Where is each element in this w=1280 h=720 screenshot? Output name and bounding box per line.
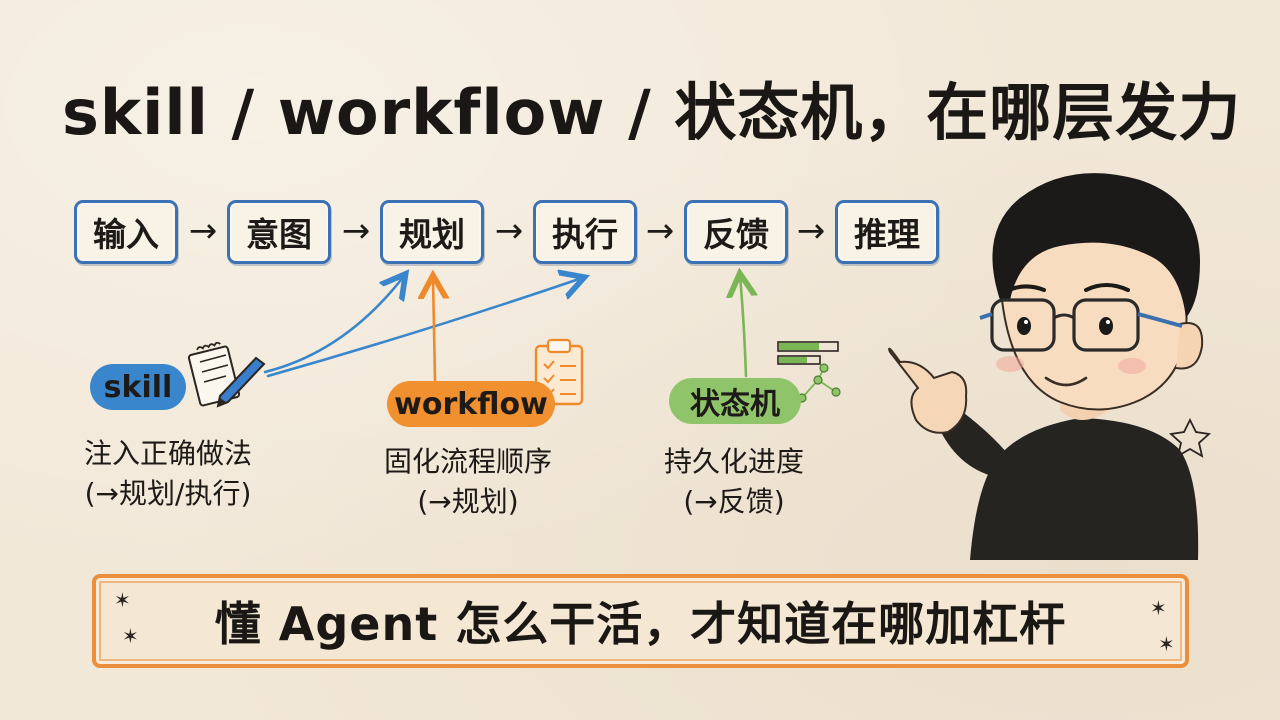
skill-description-line1: 注入正确做法 <box>84 437 253 470</box>
skill-to-planning-arrow <box>263 276 404 374</box>
pointing-character-illustration <box>888 173 1204 560</box>
flow-arrow: → <box>645 211 675 251</box>
sparkle-icon: ✶ <box>114 588 131 612</box>
workflow-to-planning-arrow <box>433 278 435 382</box>
flow-arrow: → <box>796 211 826 251</box>
banner-text: 懂 Agent 怎么干活，才知道在哪加杠杆 <box>214 597 1067 651</box>
state-machine-description-line1: 持久化进度 <box>664 445 805 478</box>
star-doodle-icon <box>1168 417 1212 458</box>
flow-step-input: 输入 <box>74 200 178 264</box>
sparkle-icon: ✶ <box>1150 596 1167 620</box>
flow-step-reasoning: 推理 <box>835 200 939 264</box>
notepad-pen-icon <box>187 341 266 408</box>
skill-pill: skill <box>90 364 186 410</box>
workflow-description: 固化流程顺序 (→规划) <box>384 442 552 522</box>
skill-description-line2: (→规划/执行) <box>84 477 252 510</box>
state-machine-description-line2: (→反馈) <box>683 485 785 518</box>
flow-arrow: → <box>341 211 371 251</box>
page-title: skill / workflow / 状态机，在哪层发力 <box>62 76 1242 149</box>
state-progress-network-icon <box>777 341 841 403</box>
sparkle-icon: ✶ <box>122 624 139 648</box>
flow-step-intent: 意图 <box>227 200 331 264</box>
workflow-description-line2: (→规划) <box>417 485 519 518</box>
workflow-pill: workflow <box>387 381 555 427</box>
takeaway-banner: 懂 Agent 怎么干活，才知道在哪加杠杆 <box>92 574 1189 668</box>
flow-arrow: → <box>494 211 524 251</box>
skill-description: 注入正确做法 (→规划/执行) <box>84 434 252 514</box>
state-to-feedback-arrow <box>740 276 746 378</box>
workflow-description-line1: 固化流程顺序 <box>384 445 553 478</box>
skill-to-execution-arrow <box>266 278 582 378</box>
sparkle-icon: ✶ <box>1158 632 1175 656</box>
flow-step-execution: 执行 <box>533 200 637 264</box>
state-machine-pill: 状态机 <box>669 378 801 424</box>
flow-step-planning: 规划 <box>380 200 484 264</box>
flow-arrow: → <box>188 211 218 251</box>
state-machine-description: 持久化进度 (→反馈) <box>664 442 804 522</box>
flow-step-feedback: 反馈 <box>684 200 788 264</box>
